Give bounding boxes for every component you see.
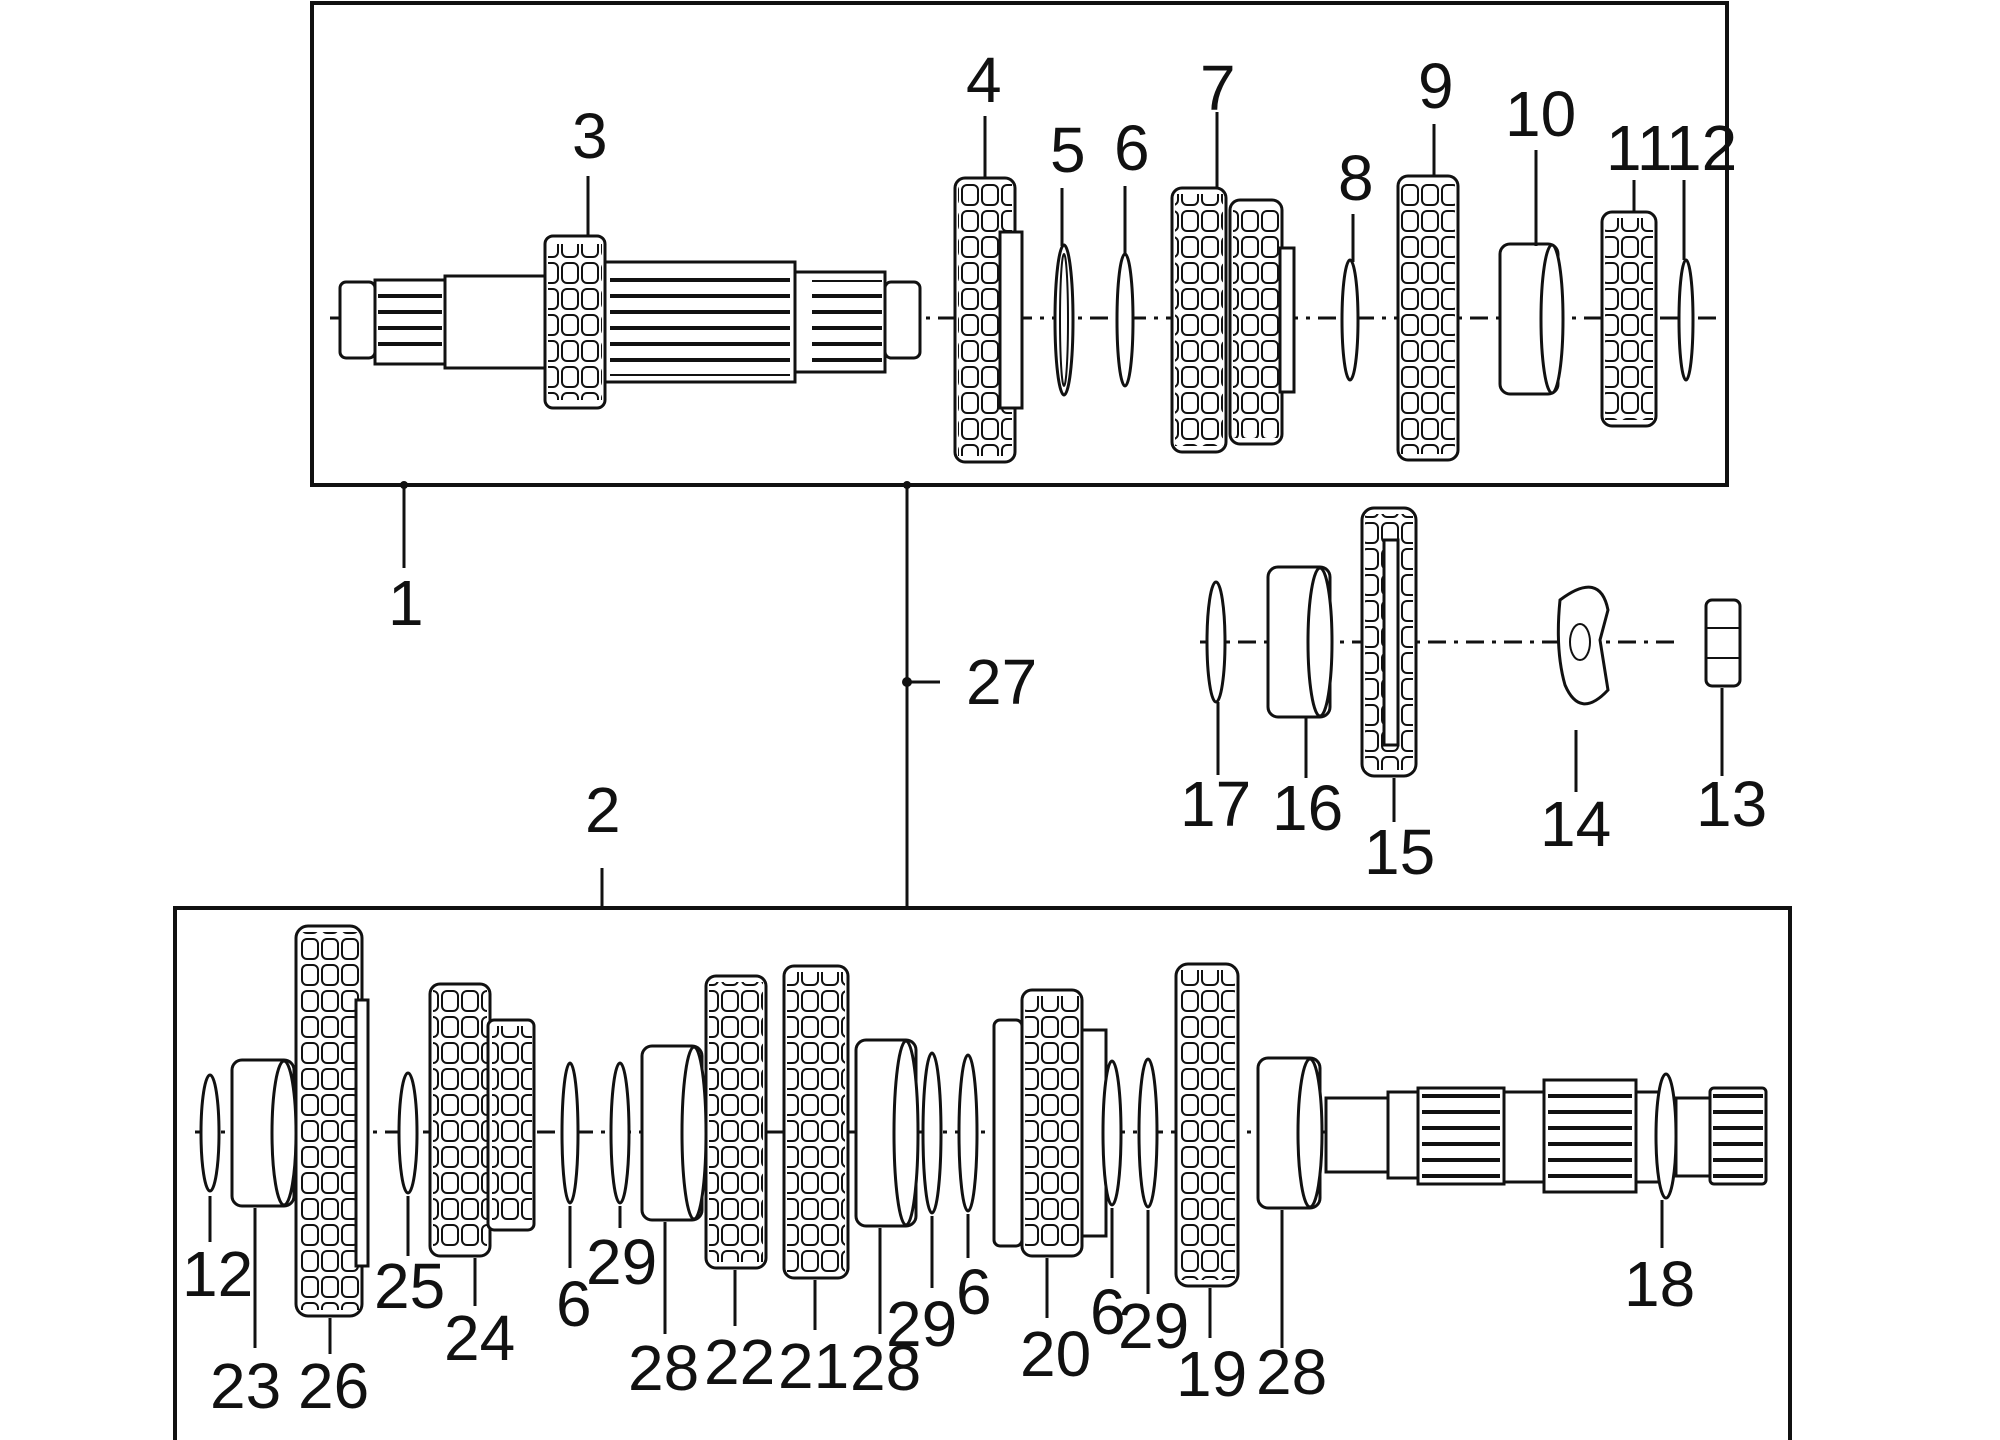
callout-4: 4 [966, 44, 1002, 116]
callout-1: 1 [388, 567, 424, 639]
bushing-10 [1498, 242, 1565, 396]
callout-26: 26 [298, 1350, 369, 1422]
main-shaft [338, 234, 922, 410]
callout-6-bottom-a: 6 [556, 1268, 592, 1340]
callout-25: 25 [374, 1250, 445, 1322]
lock-washer-14 [1556, 585, 1610, 706]
washer-29-b [921, 1051, 943, 1215]
callout-5: 5 [1050, 114, 1086, 186]
circlip-17 [1205, 580, 1227, 704]
washer-25 [397, 1071, 419, 1195]
bearing-16 [1266, 565, 1334, 719]
callout-17: 17 [1180, 768, 1251, 840]
callout-28-c: 28 [1256, 1336, 1327, 1408]
callout-24: 24 [444, 1302, 515, 1374]
gear-7 [1170, 186, 1296, 454]
gear-4 [953, 176, 1024, 464]
callout-14: 14 [1540, 788, 1611, 860]
bushing-23 [230, 1058, 298, 1208]
callout-29-c: 29 [1118, 1290, 1189, 1362]
callout-22: 22 [704, 1326, 775, 1398]
callout-29-a: 29 [586, 1226, 657, 1298]
bushing-28-a [640, 1044, 708, 1222]
main-shaft-frame [310, 1, 1729, 487]
sprocket-15 [1360, 506, 1418, 778]
gear-19 [1174, 962, 1240, 1288]
bushing-28-b [854, 1038, 920, 1228]
callout-16: 16 [1272, 772, 1343, 844]
circlip-6-bottom-c [1101, 1059, 1123, 1207]
gear-20 [992, 988, 1108, 1258]
callout-27: 27 [966, 646, 1037, 718]
gear-9 [1396, 174, 1460, 462]
gear-22 [704, 974, 768, 1270]
callout-6-top: 6 [1114, 112, 1150, 184]
circlip-6-bottom-b [957, 1053, 979, 1213]
callout-23: 23 [210, 1350, 281, 1422]
countershaft [1324, 1072, 1768, 1200]
callout-3: 3 [572, 100, 608, 172]
callout-20: 20 [1020, 1318, 1091, 1390]
washer-29-c [1137, 1057, 1159, 1209]
callout-28-a: 28 [628, 1332, 699, 1404]
gear-24 [428, 982, 536, 1258]
callout-6-bottom-b: 6 [956, 1256, 992, 1328]
callout-12-top: 12 [1666, 112, 1737, 184]
washer-5 [1053, 243, 1075, 397]
callout-10: 10 [1505, 78, 1576, 150]
callout-labels: 1 2 3 4 5 6 7 8 9 10 11 12 27 17 16 15 1… [182, 44, 1767, 1422]
circlip-12-top [1677, 258, 1695, 382]
callout-8: 8 [1338, 142, 1374, 214]
callout-21: 21 [778, 1330, 849, 1402]
circlip-6-top [1115, 252, 1135, 388]
callout-13: 13 [1696, 768, 1767, 840]
gear-21 [782, 964, 850, 1280]
callout-15: 15 [1364, 816, 1435, 888]
bushing-28-c [1256, 1056, 1324, 1210]
nut-13 [1704, 598, 1742, 688]
circlip-12-bottom [199, 1073, 221, 1193]
callout-28-b: 28 [850, 1332, 921, 1404]
callout-12-bottom: 12 [182, 1238, 253, 1310]
countershaft-frame [173, 906, 1792, 1440]
callout-29-b: 29 [886, 1288, 957, 1360]
callout-18: 18 [1624, 1248, 1695, 1320]
callout-11: 11 [1606, 112, 1672, 184]
washer-29-a [609, 1061, 631, 1205]
circlip-6-bottom-a [560, 1061, 580, 1205]
gear-26 [294, 924, 370, 1318]
callout-9: 9 [1418, 50, 1454, 122]
leader-lines [208, 112, 1724, 1354]
washer-8 [1340, 258, 1360, 382]
callout-6-bottom-c: 6 [1090, 1276, 1126, 1348]
gear-11 [1600, 210, 1658, 428]
callout-2: 2 [585, 774, 621, 846]
callout-19: 19 [1176, 1338, 1247, 1410]
callout-7: 7 [1200, 52, 1236, 124]
